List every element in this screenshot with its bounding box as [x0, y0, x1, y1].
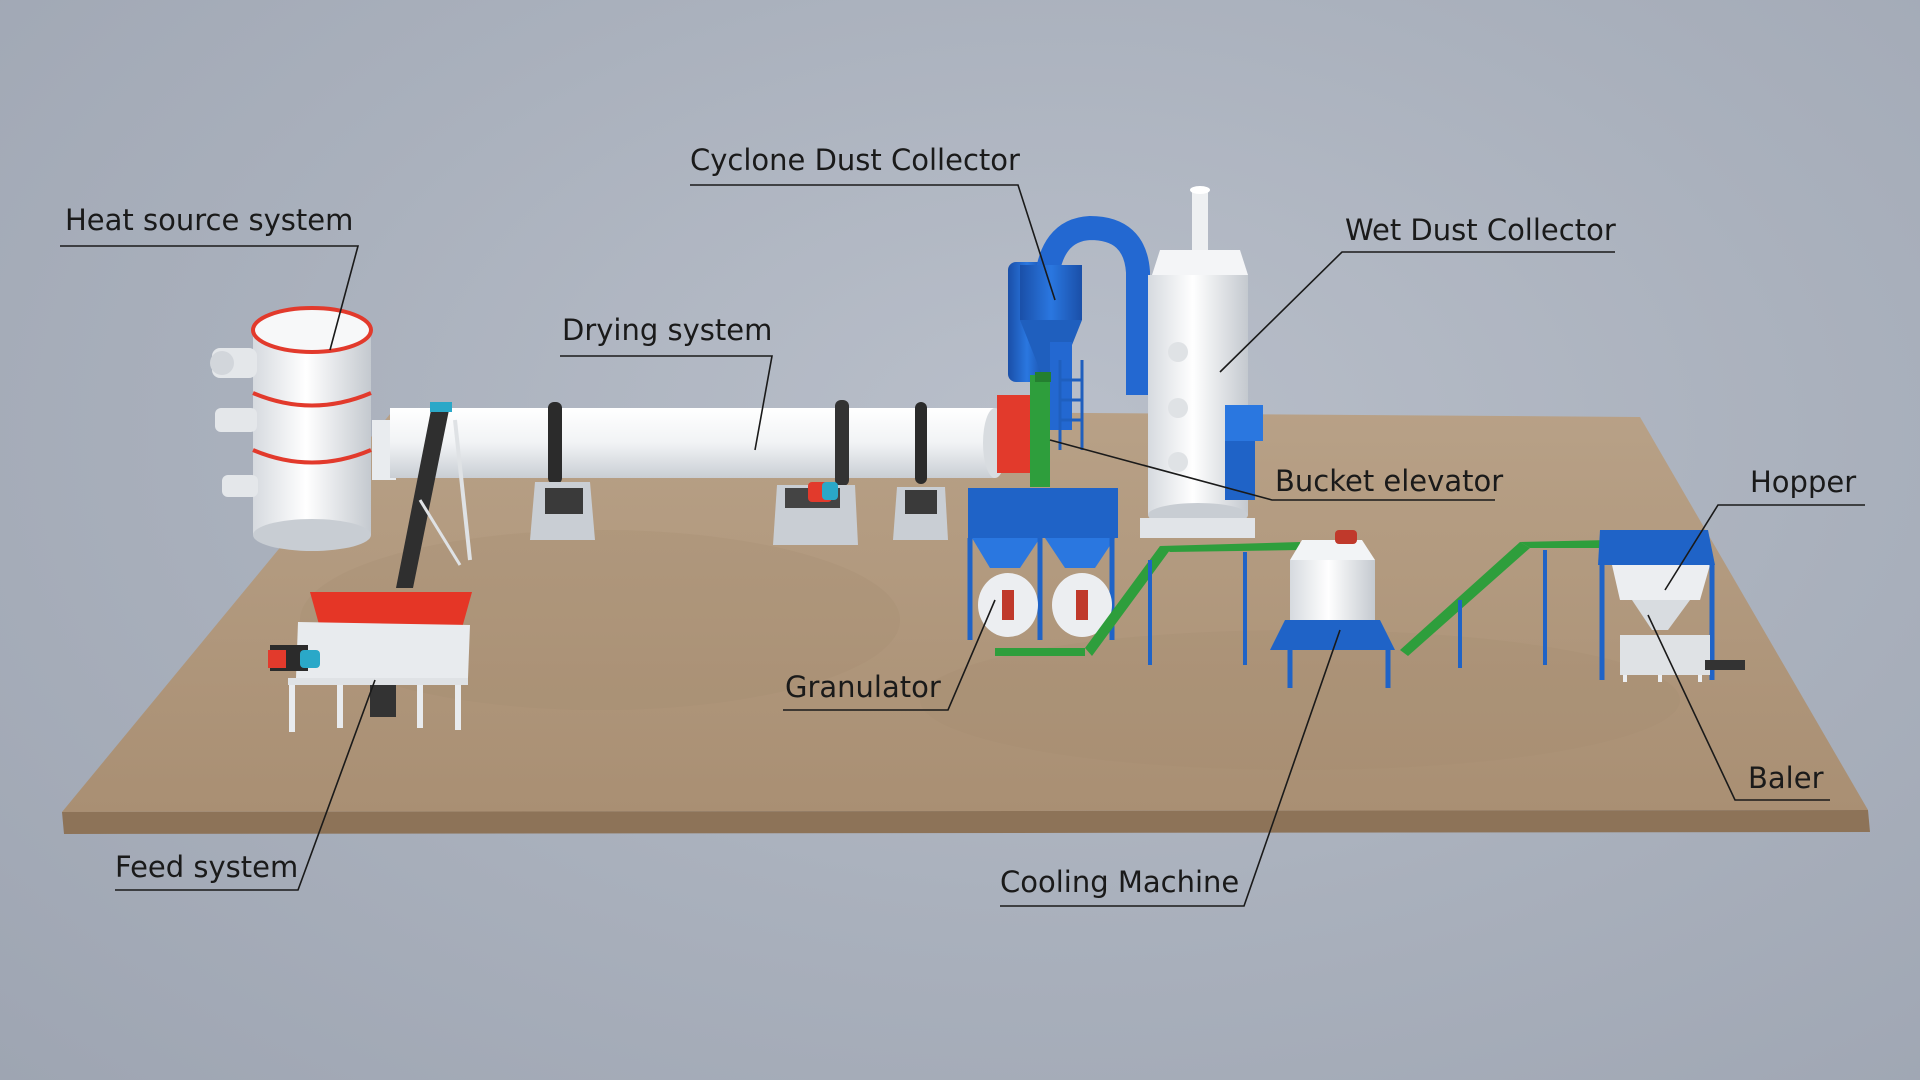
label-drying-system: Drying system	[562, 313, 773, 347]
label-cyclone-dust-collector: Cyclone Dust Collector	[690, 143, 1020, 177]
label-hopper: Hopper	[1750, 465, 1857, 499]
leader-baler	[1647, 614, 1830, 801]
leader-bucket-elevator	[1049, 439, 1495, 501]
label-feed-system: Feed system	[115, 850, 299, 884]
label-cooling-machine: Cooling Machine	[1000, 865, 1240, 899]
baler	[1620, 635, 1745, 682]
leader-granulator	[783, 599, 996, 711]
label-granulator: Granulator	[785, 670, 941, 704]
label-wet-dust-collector: Wet Dust Collector	[1345, 213, 1616, 247]
leader-heat-source	[60, 245, 360, 351]
rotary-drum-dryer	[390, 395, 1037, 545]
cyclone-dust-collector	[1008, 215, 1150, 450]
leader-hopper	[1664, 504, 1865, 591]
leader-wet-dust	[1219, 251, 1615, 373]
label-baler: Baler	[1748, 761, 1824, 795]
cooling-machine	[1270, 530, 1395, 688]
granulator	[967, 488, 1118, 640]
leader-lines	[60, 184, 1865, 907]
leader-feed	[115, 679, 376, 891]
label-bucket-elevator: Bucket elevator	[1275, 464, 1504, 498]
bucket-elevator	[1030, 372, 1051, 487]
feed-inclined-conveyor	[396, 402, 472, 588]
leader-drying	[560, 355, 773, 451]
green-conveyors	[995, 540, 1610, 668]
leader-cyclone	[690, 184, 1056, 301]
wet-dust-collector	[1140, 186, 1263, 538]
leader-cooling	[1000, 629, 1341, 907]
heat-source-furnace	[210, 306, 396, 551]
feed-system-hopper	[268, 592, 472, 732]
label-heat-source-system: Heat source system	[65, 203, 354, 237]
